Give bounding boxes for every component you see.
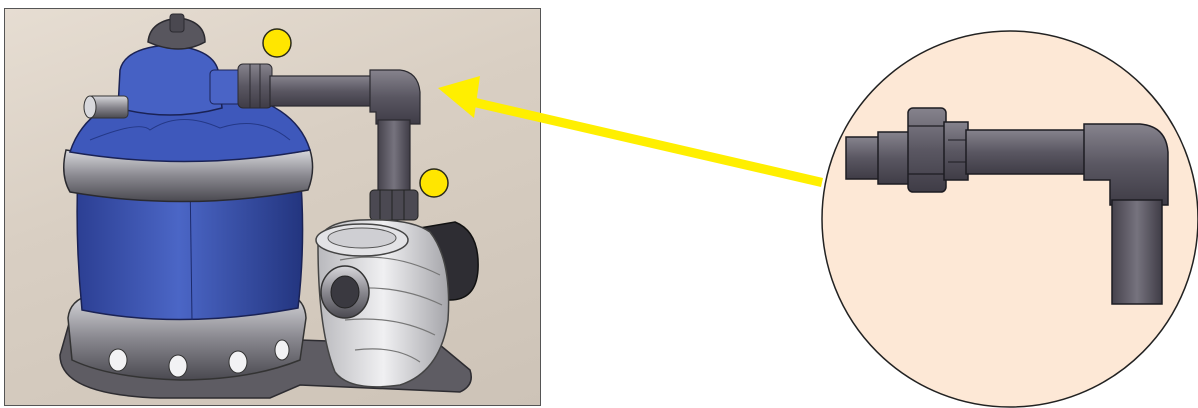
yellow-marker-icon	[263, 29, 291, 57]
base-hole	[109, 349, 127, 371]
detail-horizontal-pipe	[966, 130, 1090, 174]
detail-pipe-stub	[846, 137, 882, 179]
vertical-pipe	[378, 120, 410, 194]
sand-filter-unit	[60, 14, 478, 398]
zoom-detail-circle	[822, 31, 1198, 407]
horizontal-pipe	[270, 76, 382, 106]
pipe-elbow	[370, 70, 420, 124]
union-fitting	[238, 64, 272, 108]
base-hole	[275, 340, 289, 360]
multiport-valve-body	[118, 45, 222, 115]
yellow-marker-icon	[420, 169, 448, 197]
pointer-arrow	[438, 76, 823, 187]
detail-union-nut	[908, 108, 946, 192]
base-hole	[169, 355, 187, 377]
detail-vertical-pipe	[1112, 200, 1162, 304]
base-hole	[229, 351, 247, 373]
pump-union-fitting	[370, 190, 418, 220]
